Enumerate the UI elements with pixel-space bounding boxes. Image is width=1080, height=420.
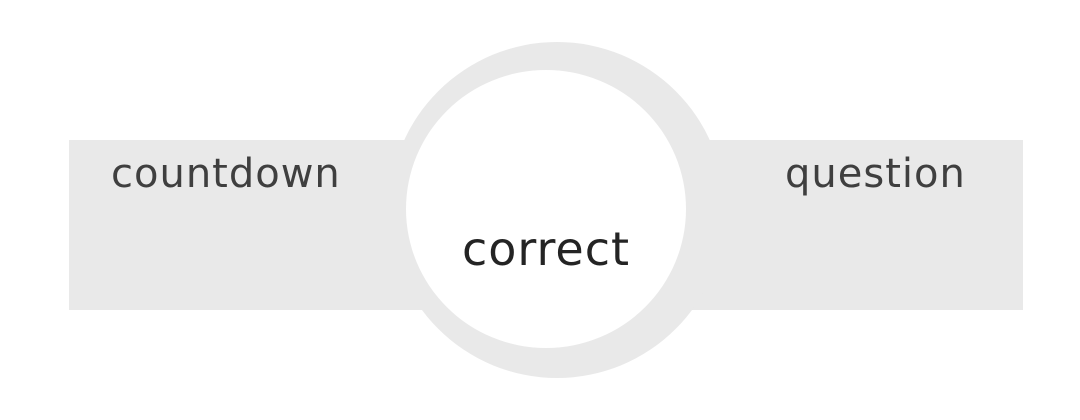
countdown-label: countdown [111, 151, 341, 197]
result-label: correct [461, 222, 631, 276]
result-circle [406, 70, 686, 348]
question-label: question [785, 151, 966, 197]
